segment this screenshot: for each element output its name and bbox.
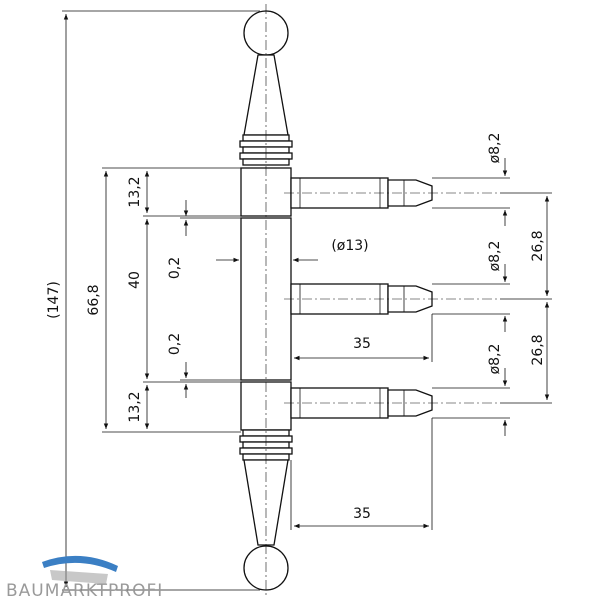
label-pin-diameter-middle: ø8,2 bbox=[487, 241, 503, 272]
label-pin-spacing-bottom: 26,8 bbox=[530, 334, 546, 365]
pin-middle bbox=[284, 283, 500, 315]
label-pin-spacing-top: 26,8 bbox=[530, 230, 546, 261]
label-lower-collar: 13,2 bbox=[127, 391, 143, 422]
brand-logo: BAUMARKTPROFI bbox=[6, 555, 163, 600]
label-pin-length-bottom: 35 bbox=[353, 506, 371, 522]
dimension-pin-span bbox=[102, 167, 241, 433]
brand-name: BAUMARKTPROFI bbox=[6, 581, 163, 600]
dimension-collars bbox=[143, 171, 241, 429]
label-gap-bottom: 0,2 bbox=[167, 333, 183, 355]
roof-logo-icon bbox=[42, 555, 118, 584]
label-barrel-diameter: (ø13) bbox=[331, 238, 368, 254]
label-middle-barrel: 40 bbox=[127, 271, 143, 289]
label-pin-span: 66,8 bbox=[86, 284, 102, 315]
pin-bottom bbox=[284, 387, 500, 419]
label-pin-length-middle: 35 bbox=[353, 336, 371, 352]
dimension-gaps bbox=[180, 200, 241, 398]
bottom-cone bbox=[243, 459, 289, 546]
dimension-overall bbox=[62, 10, 260, 591]
dimension-pin-lengths bbox=[290, 314, 433, 530]
dimension-pin-spacing bbox=[500, 192, 552, 404]
label-pin-diameter-bottom: ø8,2 bbox=[487, 344, 503, 375]
hinge-body bbox=[239, 4, 293, 596]
pin-top bbox=[284, 177, 500, 209]
label-upper-collar: 13,2 bbox=[127, 176, 143, 207]
label-overall-length: (147) bbox=[46, 281, 62, 319]
label-pin-diameter-top: ø8,2 bbox=[487, 133, 503, 164]
dimension-pin-diameters bbox=[432, 158, 510, 436]
label-gap-top: 0,2 bbox=[167, 257, 183, 279]
